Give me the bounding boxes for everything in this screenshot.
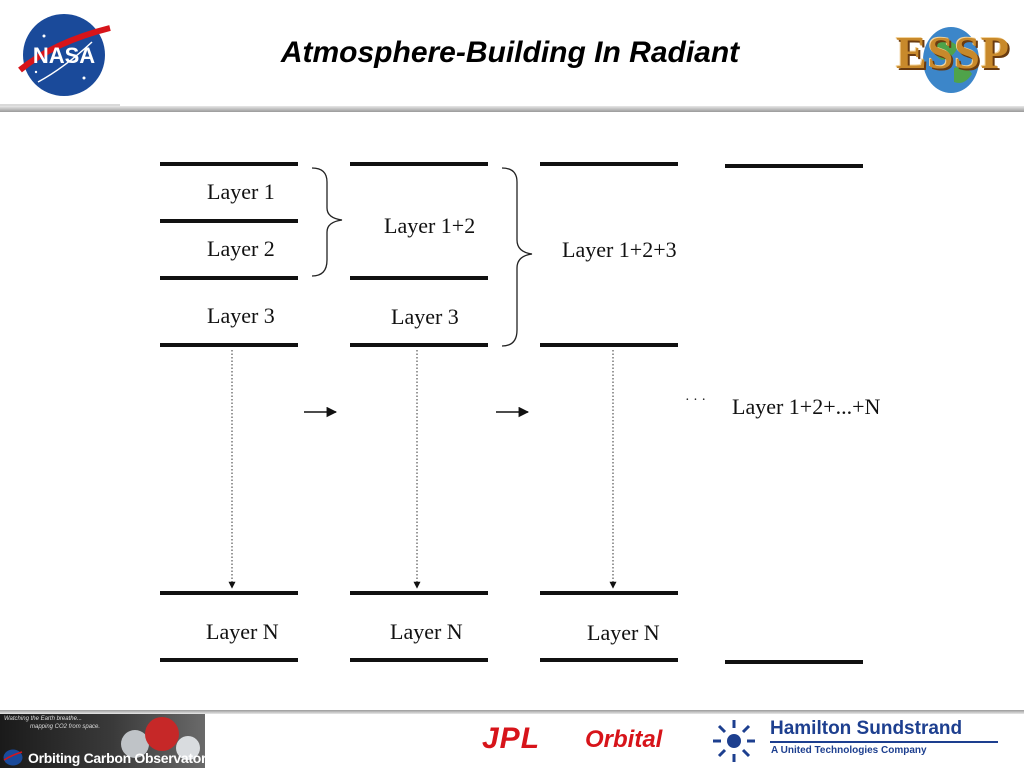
- hamilton-sundstrand-emblem-icon: [713, 720, 755, 762]
- layer-n-label: Layer N: [587, 620, 660, 645]
- header-accent: [0, 104, 120, 106]
- oco-logo-banner: Watching the Earth breathe... mapping CO…: [0, 714, 205, 768]
- layer-n-label: Layer N: [206, 619, 279, 644]
- hamilton-subtitle: A United Technologies Company: [771, 745, 927, 756]
- layer-n-label: Layer N: [390, 619, 463, 644]
- layer-1-2-label: Layer 1+2: [384, 213, 476, 238]
- layer-2-label: Layer 2: [207, 236, 275, 261]
- orbital-logo: Orbital: [585, 726, 663, 753]
- layer-1-label: Layer 1: [207, 179, 275, 204]
- oco-tagline: mapping CO2 from space.: [30, 724, 101, 730]
- essp-globe-icon: [923, 27, 979, 93]
- nasa-logo-icon: NASA: [18, 14, 111, 96]
- jpl-logo: JPL: [482, 722, 541, 755]
- layer-1-2-3-label: Layer 1+2+3: [562, 237, 677, 262]
- layer-3-label: Layer 3: [391, 304, 459, 329]
- page-title: Atmosphere-Building In Radiant: [280, 36, 740, 69]
- ellipsis: · · ·: [685, 393, 706, 408]
- hamilton-sundstrand-name: Hamilton Sundstrand: [770, 718, 963, 739]
- oco-name: Orbiting Carbon Observatory: [28, 750, 205, 766]
- footer-divider: [0, 710, 1024, 714]
- nasa-small-icon: [3, 749, 23, 766]
- co2-molecule-icon: [121, 717, 200, 760]
- essp-logo-text: ESSP: [896, 27, 1010, 78]
- brace-layers-1-2: [311, 167, 343, 277]
- hamilton-divider: [770, 741, 998, 743]
- layer-3-label: Layer 3: [207, 303, 275, 328]
- header-divider: [0, 106, 1024, 112]
- layer-1-to-n-label: Layer 1+2+...+N: [732, 394, 881, 419]
- nasa-logo-text: NASA: [33, 43, 95, 68]
- brace-layers-1-2-3: [501, 167, 533, 347]
- oco-tagline: Watching the Earth breathe...: [4, 716, 82, 722]
